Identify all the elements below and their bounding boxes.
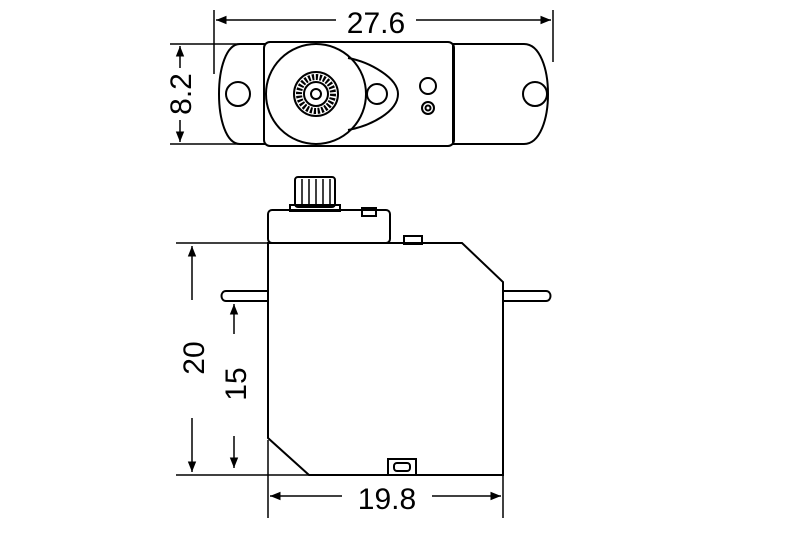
spline-outer	[293, 71, 339, 117]
left-mount-hole	[225, 81, 251, 107]
side-body-height-dim-label: 15	[220, 367, 253, 400]
side-right-tab	[503, 290, 552, 302]
side-body	[267, 242, 504, 476]
top-view: 27.6 8.2	[165, 7, 554, 147]
side-view: 20 15 19.8	[176, 176, 552, 518]
lobe-hole	[366, 83, 388, 105]
top-height-dim-label: 8.2	[165, 73, 198, 115]
side-width-dim-label: 19.8	[358, 483, 416, 516]
top-small-circle-dot	[424, 104, 432, 112]
right-mount-hole	[522, 81, 548, 107]
spline-inner	[303, 81, 329, 107]
cable-exit-inner	[393, 462, 411, 472]
top-small-circle-ring	[421, 101, 435, 115]
side-spline	[294, 176, 336, 208]
side-top-cap	[267, 209, 391, 244]
top-small-circle-large	[419, 77, 437, 95]
top-view-flange	[218, 43, 549, 145]
spline-ring	[296, 74, 336, 114]
spline-screw	[310, 88, 322, 100]
side-height-dim-label: 20	[178, 341, 211, 374]
side-cap-bump	[361, 207, 377, 217]
cable-exit	[387, 458, 417, 476]
gear-housing-lobe	[347, 57, 400, 131]
side-left-tab	[220, 290, 268, 302]
top-width-dim-label: 27.6	[347, 7, 405, 40]
